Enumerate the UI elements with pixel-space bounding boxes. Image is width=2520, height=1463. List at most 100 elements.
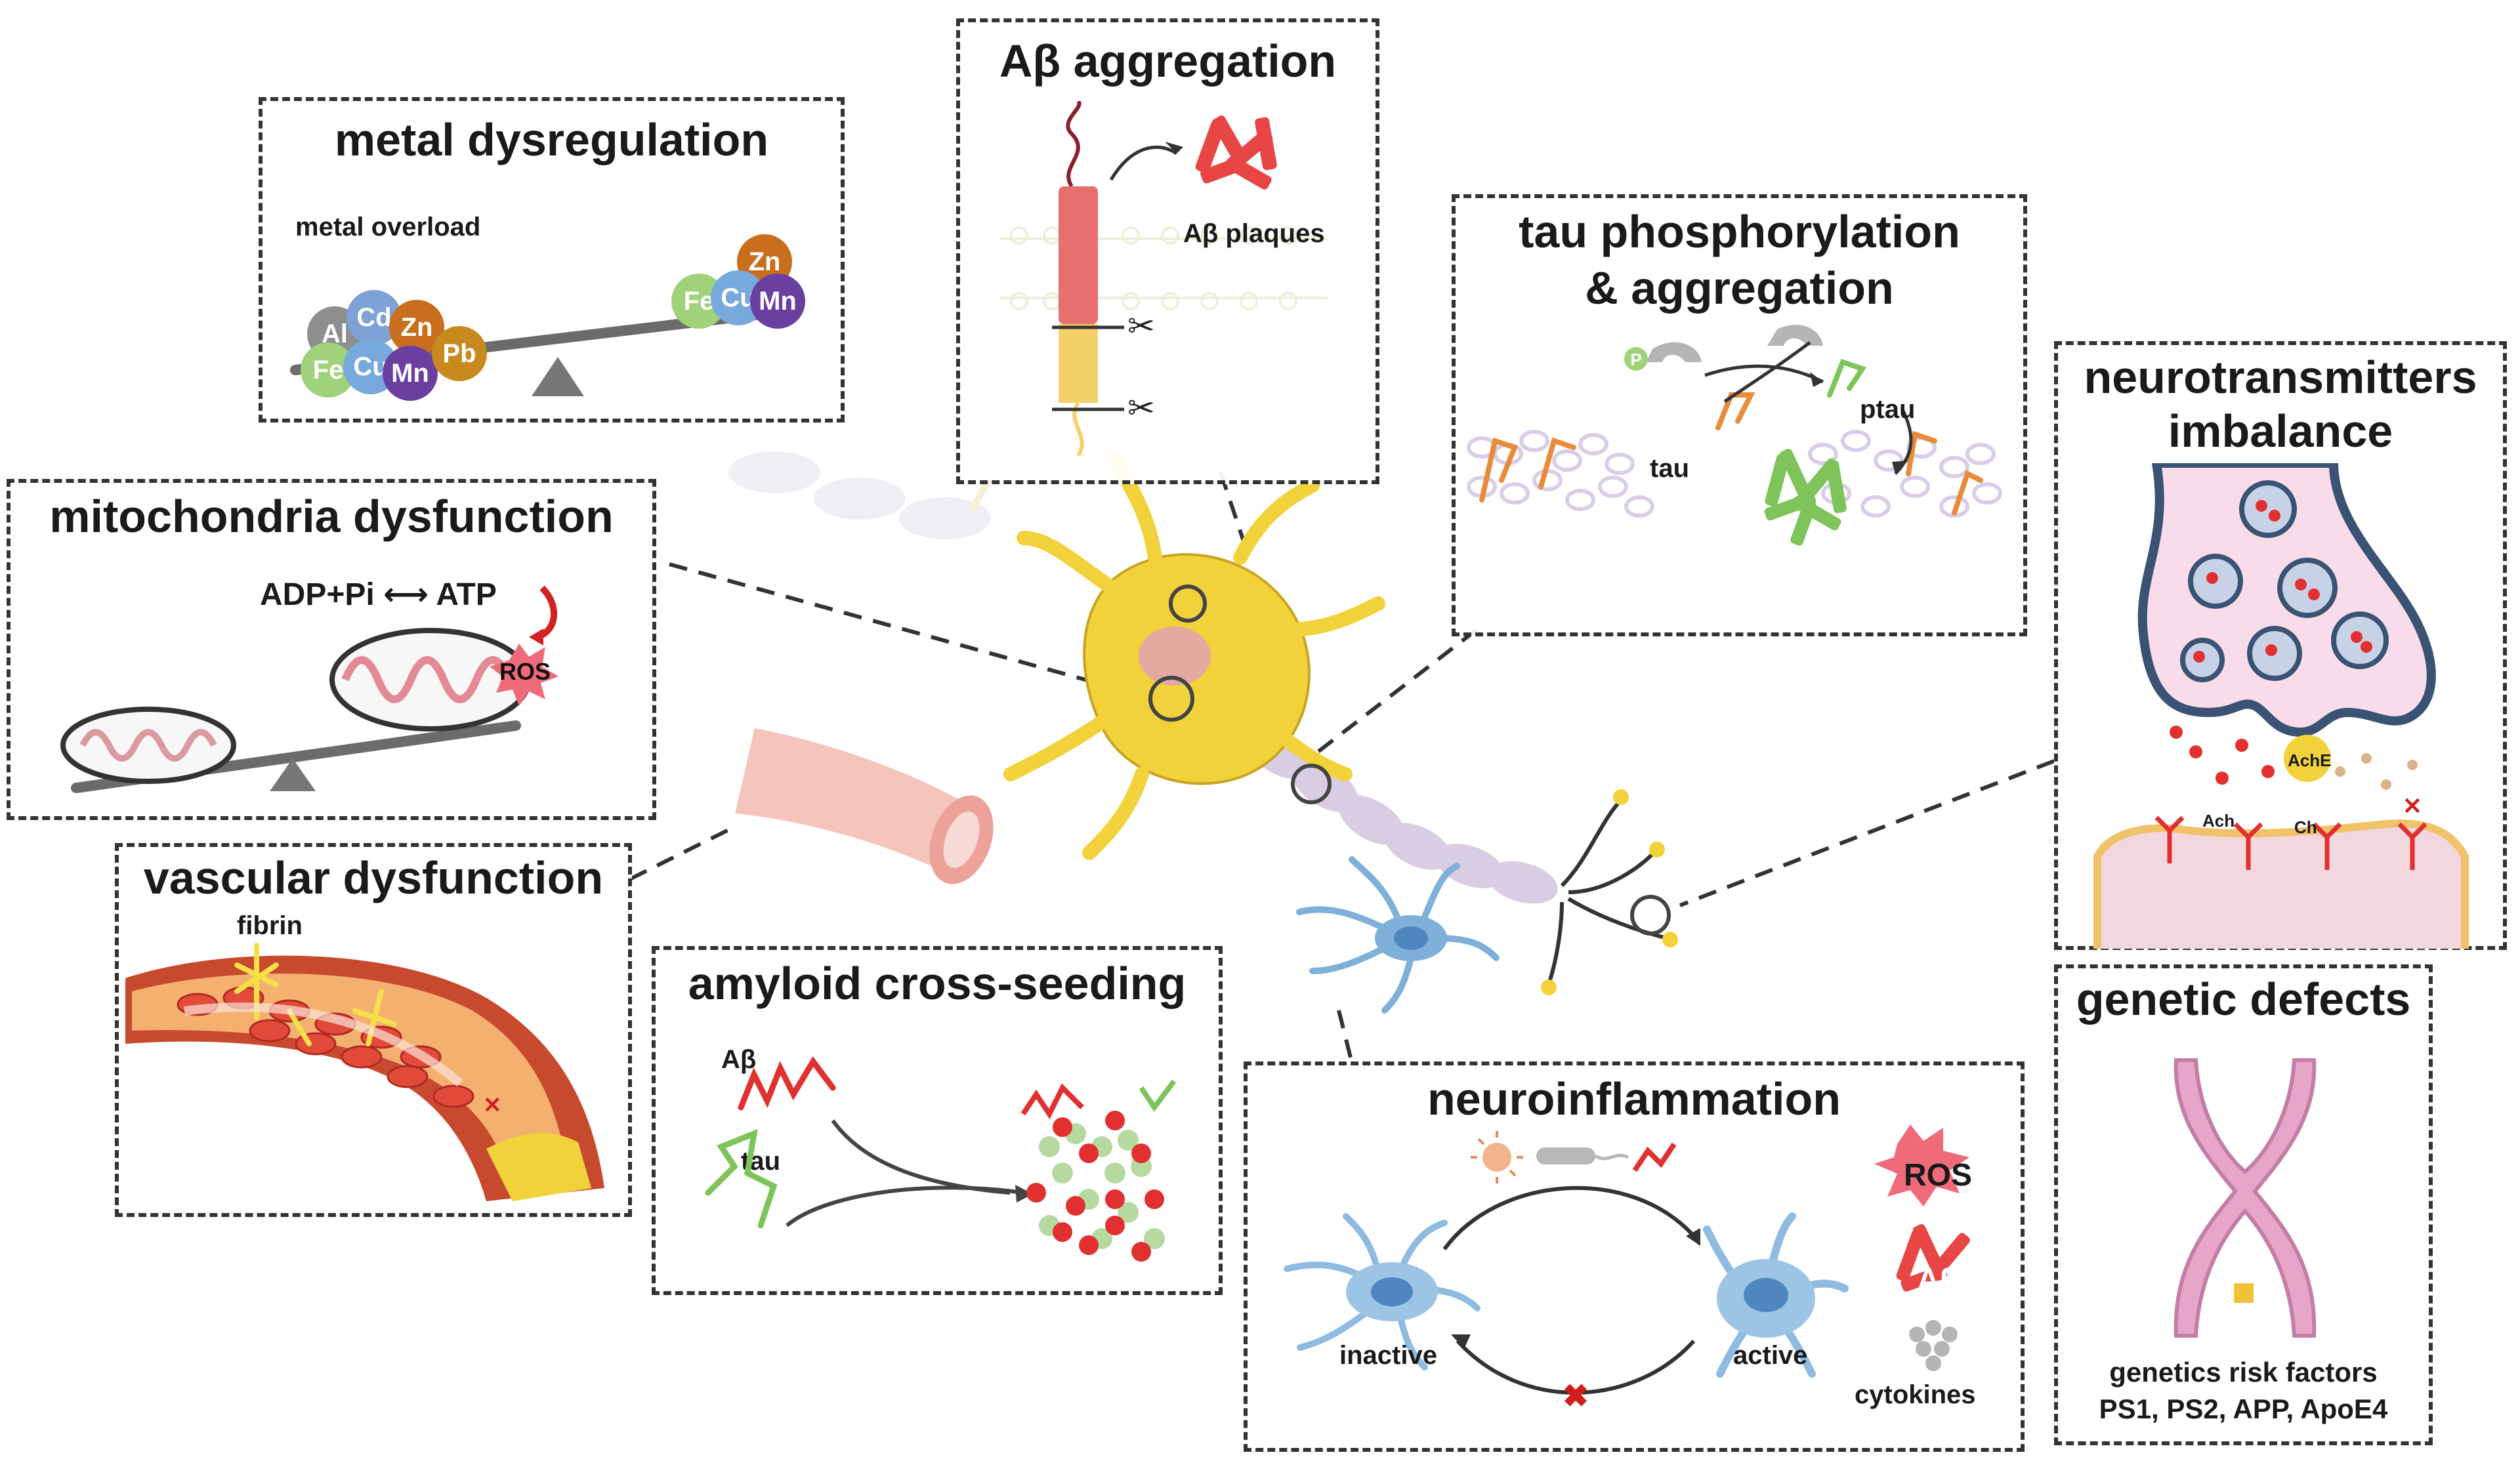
deactivation-arrow: [1456, 1339, 1696, 1395]
gene-mark: [2234, 1283, 2254, 1303]
blocked-receptor-x: ✕: [2403, 793, 2422, 819]
abeta-aggregation-title: Aβ aggregation: [999, 35, 1337, 87]
ptau-aggregate-icon: [1764, 448, 1847, 546]
vascular-panel: vascular dysfunction fibrin ✕: [115, 843, 632, 1217]
metal-ion-mn-icon: [750, 274, 805, 329]
cross-seeding-panel: amyloid cross-seeding Aβ tau: [652, 946, 1223, 1295]
tau-strand-icon: [705, 1128, 778, 1229]
genetic-defects-title: genetic defects: [2076, 974, 2411, 1025]
scissors-icon-2: ✂: [1127, 390, 1155, 426]
blocked-deactivation-x: ✖: [1563, 1379, 1589, 1414]
microglia-icon: [1296, 856, 1500, 1014]
metal-ion-zn-icon: [389, 300, 444, 355]
mitochondria-panel: mitochondria dysfunction ADP+Pi ⟷ ATP RO…: [7, 479, 656, 820]
cross-seeded-aggregate-icon: [1020, 1079, 1177, 1262]
metal-ion-cd-icon: [346, 290, 402, 345]
app-protein-icon: [1052, 101, 1124, 457]
red-arrow: [534, 585, 557, 640]
postsynaptic-membrane: [2093, 819, 2469, 949]
occlusion-x: ✕: [483, 1093, 502, 1118]
mitochondria-title: mitochondria dysfunction: [49, 491, 614, 542]
activation-arrow: [1442, 1185, 1696, 1250]
neuroinflammation-panel: neuroinflammation ✖: [1244, 1061, 2025, 1452]
kinase-icon: [1646, 325, 1823, 362]
metal-ion-pb-icon: [432, 326, 487, 381]
pathogen-icons: [1471, 1131, 1677, 1184]
mito-ros-label: ROS: [499, 658, 551, 685]
genetic-defects-panel: genetic defects genetics risk factors PS…: [2054, 964, 2433, 1445]
ch-label: Ch: [2294, 817, 2317, 837]
metal-ion-cu-icon: [711, 270, 766, 325]
active-microglia-icon: [1703, 1212, 1849, 1378]
abeta-illustration: ✂ ✂: [999, 101, 1328, 457]
synapse-illustration: ✕: [2093, 463, 2469, 949]
tau-phosphorylation-panel: tau phosphorylation & aggregation P: [1452, 194, 2027, 636]
abeta-aggregation-panel: Aβ aggregation ✂ ✂: [956, 18, 1379, 484]
neuroinflammation-abeta-label: Aβ: [1917, 1263, 1959, 1298]
metal-overload-label: metal overload: [295, 213, 481, 241]
abeta-strand-icon: [738, 1056, 836, 1111]
cytokines-icon: [1909, 1320, 1958, 1371]
balance-fulcrum: [270, 758, 316, 791]
cross-abeta-label: Aβ: [721, 1045, 757, 1074]
ptau-protein-icon: [1827, 359, 1867, 398]
kinase-arrow: [1723, 340, 1811, 403]
small-mitochondrion-icon: [60, 707, 236, 784]
vascular-title: vascular dysfunction: [143, 852, 604, 903]
neurotransmitters-title-line2: imbalance: [2168, 405, 2393, 457]
tau-arrow: [786, 1185, 1024, 1227]
tau-protein-icon: [1479, 392, 1983, 516]
left-metal-label: Fe: [313, 356, 344, 384]
connector-lines: [629, 472, 2055, 1063]
right-metal-label: Zn: [749, 247, 781, 276]
right-metal-label: Cu: [721, 283, 755, 312]
active-label: active: [1733, 1341, 1808, 1370]
abeta-plaques-label: Aβ plaques: [1183, 219, 1325, 248]
chromosome-icon: [2174, 1058, 2317, 1338]
genetics-risk-factors-label: genetics risk factors: [2109, 1357, 2378, 1388]
right-metal-label: Mn: [759, 287, 797, 316]
neurotransmitters-title-line1: neurotransmitters: [2084, 352, 2477, 403]
cytokines-label: cytokines: [1855, 1380, 1976, 1409]
left-metal-label: Pb: [442, 339, 476, 368]
ache-enzyme-icon: [2284, 735, 2331, 782]
vessel-illustration: ✕: [125, 943, 604, 1201]
tau-title-line1: tau phosphorylation: [1519, 206, 1960, 257]
genetic-risk-genes-label: PS1, PS2, APP, ApoE4: [2099, 1393, 2388, 1424]
left-metal-label: Cu: [353, 352, 388, 381]
balance-fulcrum: [532, 357, 584, 396]
phosphorylation-arrow: [1704, 364, 1824, 384]
ach-label: Ach: [2202, 811, 2235, 831]
neuroinflammation-illustration: ✖: [1284, 1124, 1970, 1414]
neuroinflammation-title: neuroinflammation: [1427, 1073, 1841, 1124]
inactive-microglia-icon: [1284, 1213, 1480, 1370]
scissors-icon: ✂: [1127, 308, 1155, 344]
tau-title-line2: & aggregation: [1585, 262, 1894, 314]
mitochondria-illustration: ROS: [60, 585, 558, 793]
metal-ion-mn-icon: [383, 346, 438, 401]
plaque-icon: [1195, 115, 1277, 190]
axon: [1247, 730, 1678, 995]
fibrin-label: fibrin: [237, 911, 303, 940]
phosphate-icon: [1624, 347, 1648, 371]
abeta-arrow: [831, 1119, 1011, 1195]
neuroinflammation-ros-burst: [1874, 1124, 1969, 1206]
phosphate-label: P: [1630, 350, 1641, 369]
flow-arrow: [184, 1002, 463, 1087]
left-metal-label: Cd: [356, 303, 391, 332]
neuroinflammation-ros-label: ROS: [1904, 1158, 1973, 1193]
left-metal-label: Zn: [401, 313, 433, 342]
blood-vessel-icon: [735, 728, 994, 884]
ache-label: AchE: [2288, 751, 2332, 770]
choline-molecules: [2335, 753, 2418, 790]
tau-label: tau: [1650, 454, 1689, 483]
mitochondria-equation: ADP+Pi ⟷ ATP: [260, 577, 497, 612]
receptor-icons: [2154, 815, 2427, 870]
arrow-to-plaques: [1109, 145, 1178, 181]
neurotransmitters-panel: neurotransmitters imbalance ✕: [2054, 341, 2507, 950]
